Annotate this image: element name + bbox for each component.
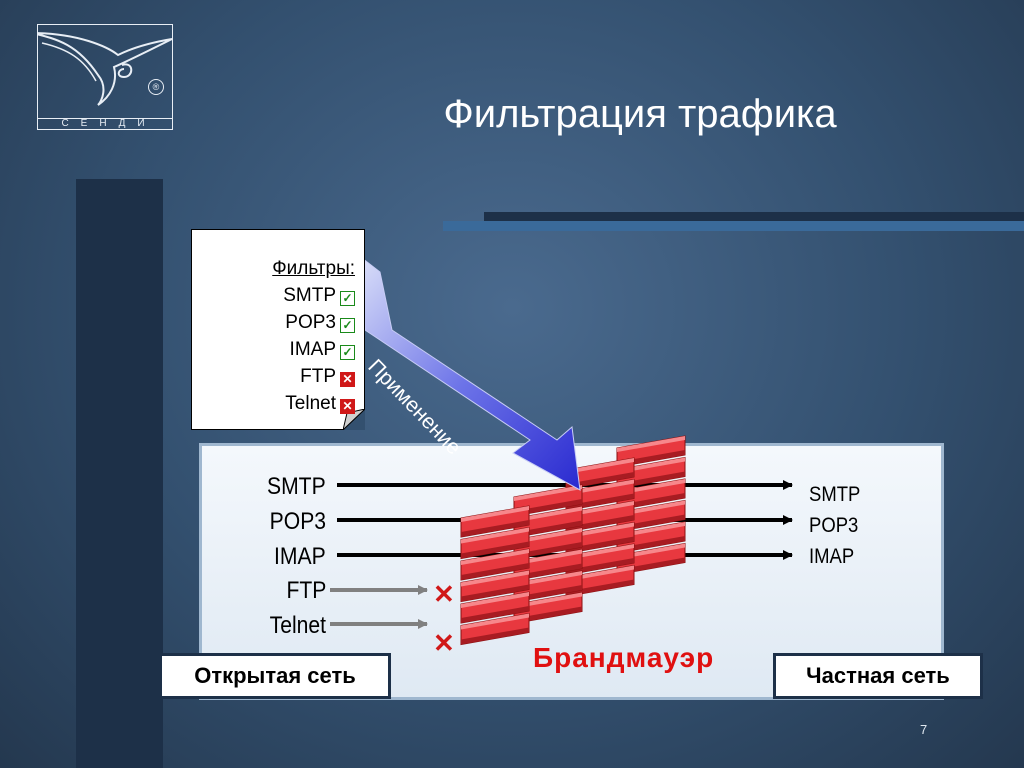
brick [513, 591, 583, 625]
check-icon: ✓ [340, 291, 355, 306]
filter-list: Фильтры: SMTP✓ POP3✓ IMAP✓ FTP✕ Telnet✕ [205, 255, 355, 417]
registered-mark: ® [148, 79, 164, 95]
brick [513, 505, 583, 539]
filter-item: Telnet✕ [205, 390, 355, 417]
slide-title: Фильтрация трафика [443, 92, 837, 136]
page-number: 7 [920, 722, 928, 737]
brick [513, 570, 583, 603]
decor-horizontal-bar [484, 212, 1024, 222]
incoming-pop3-label: POP3 [269, 508, 326, 535]
firewall-wall [460, 435, 686, 646]
bird-logo-icon [31, 32, 173, 106]
page-fold-icon [343, 409, 365, 430]
filter-list-card [191, 229, 365, 430]
filter-list-title: Фильтры: [272, 258, 355, 279]
check-icon: ✓ [340, 318, 355, 333]
incoming-imap-label: IMAP [274, 543, 326, 570]
apply-arrow [361, 256, 581, 491]
logo-divider [37, 118, 173, 131]
blocked-x-icon: ✕ [433, 579, 455, 609]
filter-item: FTP✕ [205, 363, 355, 390]
brick [460, 569, 530, 603]
firewall-label: Брандмауэр [533, 642, 715, 673]
brick [460, 548, 530, 581]
check-icon: ✓ [340, 345, 355, 360]
brick [565, 564, 635, 598]
brick [513, 548, 583, 582]
incoming-telnet-label: Telnet [269, 612, 326, 639]
brick [460, 505, 530, 538]
cross-icon: ✕ [340, 399, 355, 414]
brick [565, 500, 635, 533]
filter-item: IMAP✓ [205, 336, 355, 363]
cross-icon: ✕ [340, 372, 355, 387]
private-network-box: Частная сеть [773, 653, 983, 699]
filter-item: POP3✓ [205, 309, 355, 336]
brick [565, 478, 635, 512]
brick [460, 526, 530, 560]
outgoing-smtp-label: SMTP [809, 483, 861, 506]
decor-vertical-bar [76, 179, 163, 768]
incoming-ftp-label: FTP [286, 577, 326, 604]
incoming-smtp-label: SMTP [267, 473, 326, 500]
filter-item: SMTP✓ [205, 282, 355, 309]
outgoing-imap-label: IMAP [809, 545, 855, 568]
brick [565, 543, 635, 576]
blocked-x-icon: ✕ [433, 628, 455, 658]
brick [513, 527, 583, 560]
company-logo [31, 24, 173, 130]
logo-text: СЕНДИ [61, 118, 157, 129]
brick [460, 591, 530, 624]
brick [460, 612, 530, 646]
outgoing-pop3-label: POP3 [809, 514, 859, 537]
brick [565, 457, 635, 490]
decor-horizontal-bar-light [443, 221, 1024, 231]
open-network-box: Открытая сеть [159, 653, 391, 699]
